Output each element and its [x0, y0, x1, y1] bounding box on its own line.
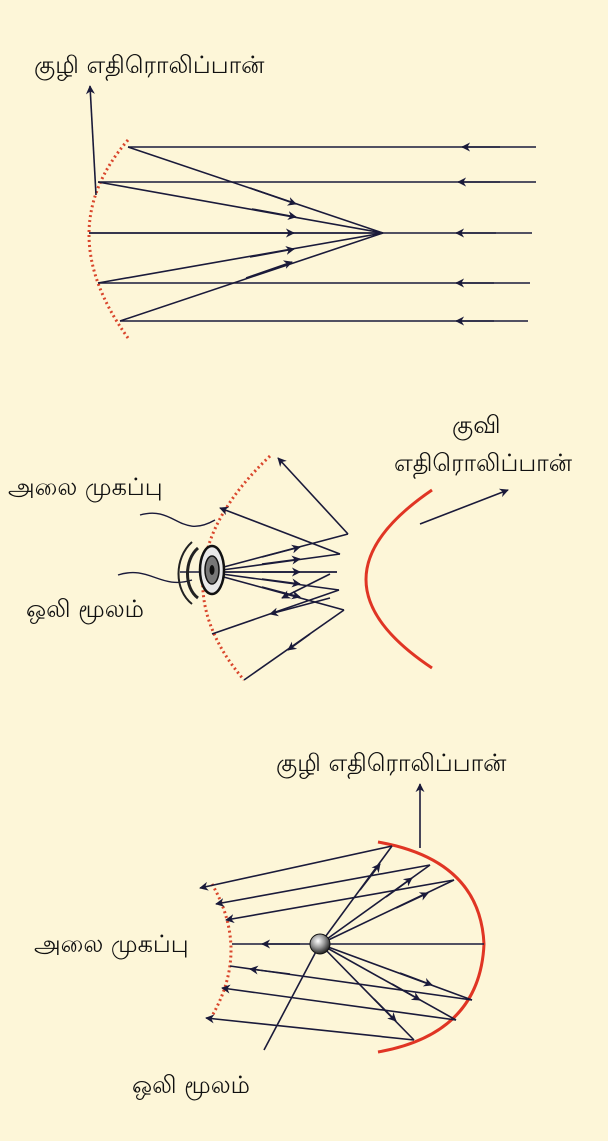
speaker-icon — [179, 542, 225, 604]
wavefront-pointer-middle — [140, 513, 215, 526]
bottom-source-label: ஒலி மூலம் — [132, 1072, 250, 1098]
reflected-ray — [120, 233, 383, 321]
ray-arrow — [226, 880, 454, 920]
reflected-ray — [98, 182, 383, 233]
ray-arrow — [270, 598, 330, 614]
reflected-ray — [98, 233, 383, 283]
middle-wavefront-label: அலை முகப்பு — [8, 474, 163, 500]
reflected-arrow — [246, 262, 292, 278]
source-pointer-middle — [118, 573, 192, 583]
reflected-arrow — [250, 249, 294, 257]
ray-arrow — [250, 969, 290, 974]
panel-bottom-concave — [200, 784, 484, 1052]
middle-mirror-label-line1: குவி — [452, 412, 501, 438]
ray-arrow — [278, 458, 348, 534]
reflected-arrow — [250, 188, 296, 204]
bottom-wavefront-label: அலை முகப்பு — [34, 931, 189, 957]
panel-middle-convex — [118, 456, 508, 680]
ray-arrow — [220, 508, 340, 554]
label-pointer-convex — [420, 490, 508, 524]
ray-arrow — [262, 579, 300, 584]
middle-mirror-label-line2: எதிரொலிப்பான் — [394, 450, 572, 476]
ray-arrow — [216, 865, 430, 904]
ray-arrow — [200, 846, 392, 888]
ray-arrow — [288, 634, 310, 650]
ray-arrow — [206, 1018, 414, 1040]
ray-arrow — [262, 547, 300, 557]
label-pointer-top — [90, 86, 96, 195]
shape-path — [188, 548, 199, 598]
ray-arrow — [262, 559, 300, 564]
reflected-arrow — [252, 209, 296, 217]
convex-mirror — [366, 490, 432, 668]
ray-line — [320, 846, 392, 944]
sphere-source-icon — [310, 934, 330, 954]
ray-arrow — [396, 893, 428, 908]
ray-line — [320, 944, 414, 1040]
ray-arrow — [282, 574, 330, 598]
bottom-mirror-label: குழி எதிரொலிப்பான் — [276, 750, 506, 776]
ray-line — [320, 865, 430, 944]
panel-top-concave — [89, 86, 536, 338]
top-mirror-label: குழி எதிரொலிப்பான் — [34, 52, 264, 78]
ray-line — [320, 880, 454, 944]
ray-line — [320, 944, 472, 1000]
middle-source-label: ஒலி மூலம் — [26, 596, 144, 622]
ray-arrow — [400, 973, 432, 985]
shape-path — [179, 542, 193, 604]
